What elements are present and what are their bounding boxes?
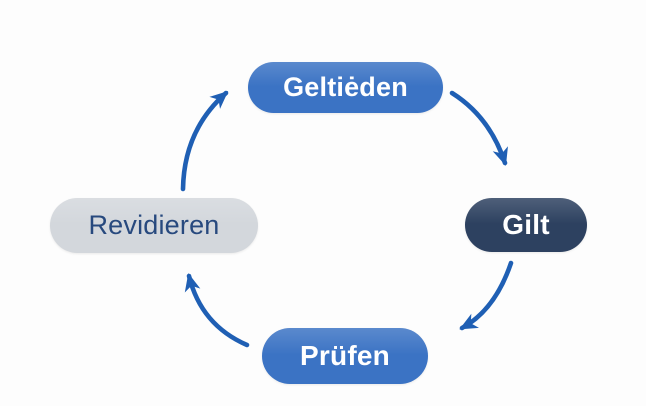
node-pruefen-label: Prüfen xyxy=(300,340,390,371)
node-gilt: Gilt xyxy=(465,198,587,252)
arrow-revidieren-to-geltieden xyxy=(180,90,229,192)
node-geltieden-label: Geltiėden xyxy=(283,72,408,102)
node-revidieren: Revidieren xyxy=(50,198,258,253)
arrow-pruefen-to-revidieren xyxy=(184,273,250,348)
node-gilt-label: Gilt xyxy=(502,209,550,240)
arrow-geltieden-to-gilt xyxy=(449,90,508,166)
node-pruefen: Prüfen xyxy=(262,328,428,384)
arrow-gilt-to-pruefen xyxy=(459,260,514,331)
node-geltieden: Geltiėden xyxy=(248,62,443,113)
node-revidieren-label: Revidieren xyxy=(88,210,220,240)
